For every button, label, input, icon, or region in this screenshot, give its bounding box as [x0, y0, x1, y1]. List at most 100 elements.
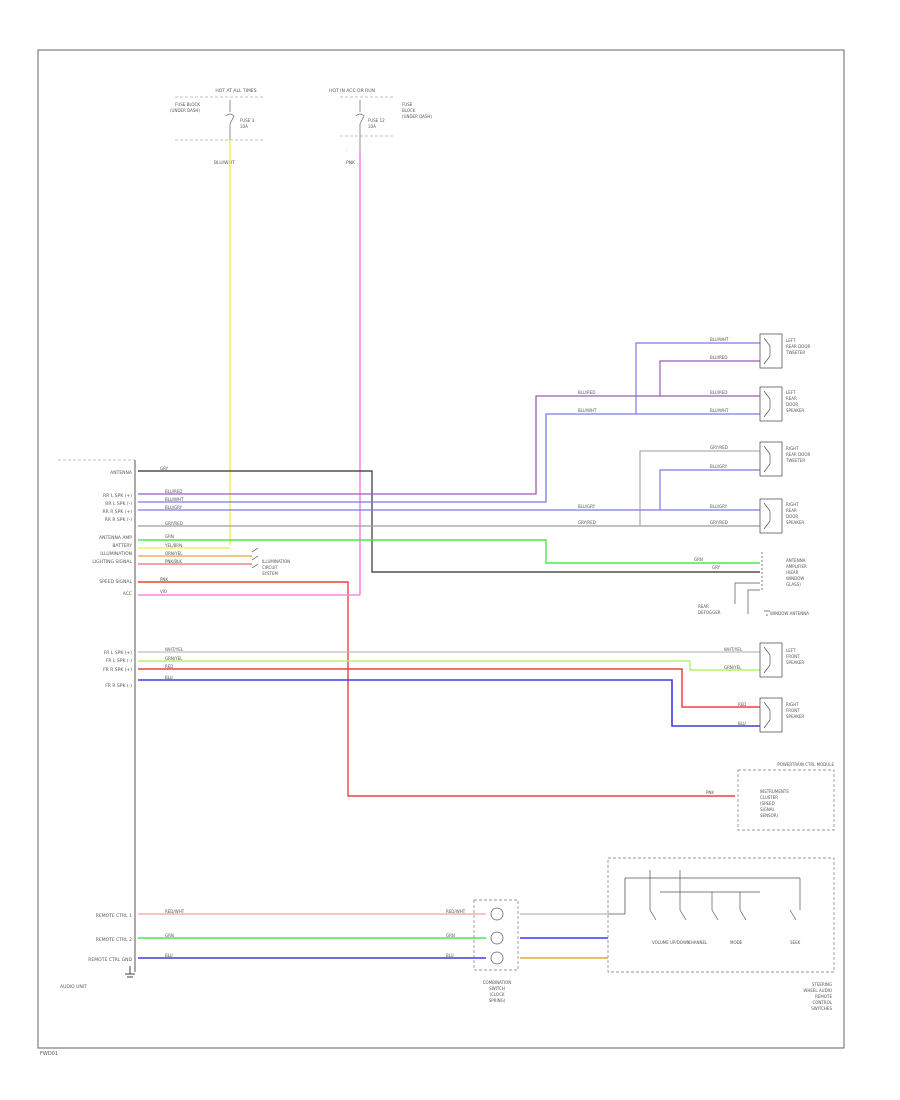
fuse-left-line-3: FUSE 3: [240, 118, 255, 123]
svg-text:BLU/WHT: BLU/WHT: [578, 408, 597, 413]
wire-speed-signal: [138, 581, 735, 797]
svg-text:RIGHT: RIGHT: [786, 446, 799, 451]
svg-text:RED: RED: [738, 702, 746, 707]
svg-text:BLU/WHT: BLU/WHT: [710, 408, 729, 413]
svg-text:WHT/YEL: WHT/YEL: [724, 647, 743, 652]
audio-pin-rrr-pos: RR R SPK (+): [103, 509, 133, 515]
svg-text:CHANNEL: CHANNEL: [688, 940, 708, 945]
audio-pin-frl-pos: FR L SPK (+): [104, 650, 133, 656]
audio-unit: ANTENNA RR L SPK (+) RR L SPK (-) RR R S…: [58, 459, 136, 990]
svg-text:RED/WHT: RED/WHT: [446, 909, 466, 914]
svg-text:GRY/RED: GRY/RED: [710, 520, 728, 525]
svg-text:GRN: GRN: [446, 933, 455, 938]
fuse-left-title: HOT AT ALL TIMES: [215, 88, 256, 94]
svg-text:TWEETER: TWEETER: [785, 458, 805, 463]
svg-text:BLU: BLU: [165, 675, 173, 680]
svg-text:YEL/BRN: YEL/BRN: [164, 543, 182, 548]
svg-text:SPEAKER: SPEAKER: [786, 408, 804, 413]
fuse-left-line-1: FUSE BLOCK: [175, 102, 200, 107]
fuse-right-line-3: (UNDER DASH): [402, 114, 432, 119]
svg-text:INSTRUMENTS: INSTRUMENTS: [760, 789, 789, 794]
svg-text:SPEAKER: SPEAKER: [786, 520, 804, 525]
fuse-right-title: HOT IN ACC OR RUN: [329, 88, 375, 94]
svg-text:VOLUME UP/DOWN: VOLUME UP/DOWN: [652, 940, 690, 945]
svg-text:GRY: GRY: [160, 466, 169, 471]
left-front-speaker: LEFT FRONT SPEAKER: [759, 642, 804, 678]
svg-text:PNK: PNK: [160, 577, 168, 582]
wire-rrl-pos: [138, 395, 760, 495]
wire-tweeter-right-2: [659, 469, 760, 510]
svg-text:SENSOR): SENSOR): [760, 813, 779, 818]
harness-front-speakers: [138, 651, 760, 727]
wire-frr-neg: [138, 679, 760, 727]
svg-text:BLU: BLU: [165, 953, 173, 958]
combination-switch: COMBINATION SWITCH (CLOCK SPRING): [473, 899, 519, 1003]
svg-text:SWITCHES: SWITCHES: [811, 1006, 832, 1011]
svg-text:SPRING): SPRING): [489, 998, 506, 1003]
svg-text:GLASS): GLASS): [786, 582, 801, 587]
audio-pin-ant-amp: ANTENNA AMP: [99, 535, 132, 541]
svg-text:WHT/YEL: WHT/YEL: [165, 647, 184, 652]
svg-text:SEEK: SEEK: [790, 940, 801, 945]
svg-text:ORN/YEL: ORN/YEL: [165, 551, 183, 556]
svg-text:GRY/RED: GRY/RED: [710, 445, 728, 450]
harness-remote: [138, 913, 608, 959]
svg-text:REMOTE: REMOTE: [815, 994, 832, 999]
svg-text:BLU/RED: BLU/RED: [578, 390, 595, 395]
fuse-right-amps: 10A: [368, 124, 376, 129]
audio-pin-rrr-neg: RR R SPK (-): [105, 517, 133, 523]
svg-text:SWITCH: SWITCH: [489, 986, 505, 991]
svg-text:RIGHT: RIGHT: [786, 502, 799, 507]
svg-text:CLUSTER: CLUSTER: [760, 795, 778, 800]
svg-text:GRN: GRN: [165, 534, 174, 539]
svg-text:RED/WHT: RED/WHT: [165, 909, 185, 914]
svg-text:ILLUMINATION: ILLUMINATION: [262, 559, 290, 564]
wire-rrl-neg: [138, 413, 760, 503]
svg-text:REAR DOOR: REAR DOOR: [786, 452, 810, 457]
wire-tweeter-left-2: [659, 360, 760, 396]
svg-text:GRN: GRN: [694, 557, 703, 562]
svg-text:LEFT: LEFT: [786, 338, 796, 343]
svg-text:BLU/GRY: BLU/GRY: [578, 504, 596, 509]
svg-text:SPEAKER: SPEAKER: [786, 660, 804, 665]
svg-text:MODE: MODE: [730, 940, 743, 945]
svg-text:REAR DOOR: REAR DOOR: [786, 344, 810, 349]
svg-text:PNK: PNK: [706, 790, 714, 795]
steering-remote-switches: VOLUME UP/DOWN CHANNEL MODE SEEK STEERIN…: [607, 857, 835, 1011]
wire-tweeter-right-1: [639, 450, 760, 526]
fuse-block-right: HOT IN ACC OR RUN FUSE BLOCK (UNDER DASH…: [329, 88, 432, 166]
svg-text:WINDOW: WINDOW: [786, 576, 804, 581]
wire-labels-remote: RED/WHT GRN BLU RED/WHT GRN BLU: [165, 909, 466, 958]
svg-text:DEFOGGER: DEFOGGER: [698, 610, 721, 615]
svg-text:(CLOCK: (CLOCK: [489, 992, 504, 997]
svg-text:GRY: GRY: [712, 565, 721, 570]
wire-frr-pos: [138, 668, 760, 708]
svg-text:COMBINATION: COMBINATION: [483, 980, 512, 985]
left-rear-speaker: LEFT REAR DOOR SPEAKER: [759, 386, 804, 422]
svg-text:AMPLIFIER: AMPLIFIER: [786, 564, 807, 569]
svg-text:CONTROL: CONTROL: [812, 1000, 832, 1005]
svg-text:GRN/YEL: GRN/YEL: [165, 656, 183, 661]
wire-frl-neg: [138, 660, 760, 671]
illumination-note: ILLUMINATION CIRCUIT SYSTEM: [251, 547, 290, 576]
audio-pin-rrl-pos: RR L SPK (+): [103, 493, 132, 499]
fuse-right-pin: ·: [346, 148, 347, 153]
svg-text:TWEETER: TWEETER: [785, 350, 805, 355]
svg-text:REAR: REAR: [786, 508, 797, 513]
audio-pin-frr-pos: FR R SPK (+): [103, 667, 132, 673]
svg-text:GRN: GRN: [165, 933, 174, 938]
wire-ant-amp-green: [138, 539, 760, 564]
svg-text:REAR: REAR: [786, 396, 797, 401]
audio-pin-battery: BATTERY: [112, 543, 132, 549]
antenna-amplifier: ANTENNA AMPLIFIER (REAR WINDOW GLASS) RE…: [698, 552, 809, 616]
svg-text:BLU: BLU: [738, 721, 746, 726]
svg-text:RED: RED: [165, 664, 173, 669]
svg-text:WHEEL AUDIO: WHEEL AUDIO: [803, 988, 832, 993]
audio-pin-remote-1: REMOTE CTRL 1: [96, 913, 132, 919]
right-rear-speaker: RIGHT REAR DOOR SPEAKER: [759, 498, 804, 534]
fuse-right-line-1: FUSE: [402, 102, 413, 107]
svg-text:LEFT: LEFT: [786, 390, 796, 395]
svg-text:STEERING: STEERING: [812, 982, 832, 987]
svg-text:BLU/RED: BLU/RED: [710, 355, 727, 360]
audio-pin-illum: ILLUMINATION: [100, 551, 132, 557]
